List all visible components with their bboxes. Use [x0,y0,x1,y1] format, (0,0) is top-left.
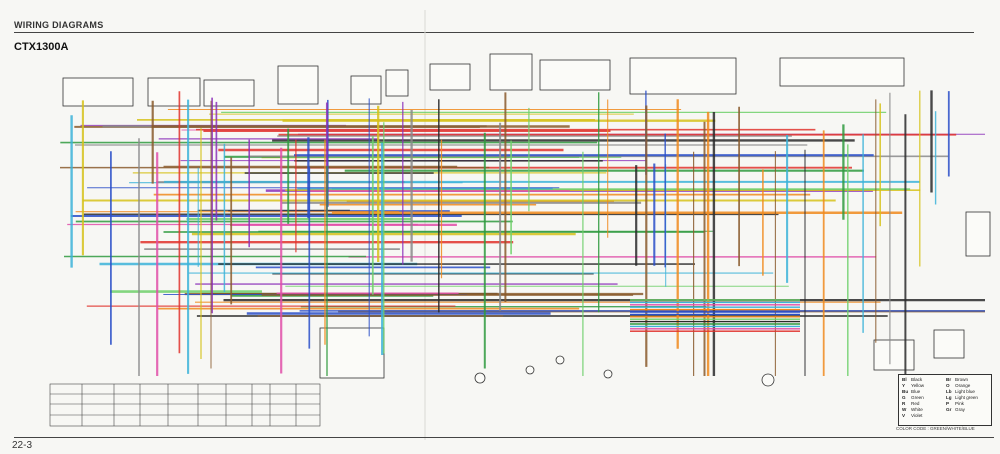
legend-color-name: Orange [955,383,971,388]
component-block [385,69,409,97]
legend-code: R [902,401,906,406]
legend-item: Y Yellow [902,383,944,389]
legend-code: P [946,401,950,406]
component-block [277,65,319,105]
component-block [489,53,533,91]
page-rule [14,437,994,438]
wire-harness [60,90,985,376]
legend-color-name: Violet [911,413,923,418]
legend-code: Bu [902,389,909,394]
legend-item: P Pink [946,401,988,407]
legend-item: V Violet [902,413,944,419]
legend-color-name: Red [911,401,920,406]
legend-code: Bl [902,377,907,382]
component-block [62,77,134,107]
legend-color-name: Light blue [955,389,975,394]
round-component [474,372,486,384]
round-components [474,355,775,387]
legend-color-name: White [911,407,923,412]
section-title: WIRING DIAGRAMS [14,20,974,33]
legend-code: Lg [946,395,952,400]
component-block [350,75,382,105]
legend-code: Y [902,383,906,388]
legend-code: Lb [946,389,952,394]
color-code-note: COLOR CODE : GREEN/WHITE/BLUE [896,426,975,431]
page-header: WIRING DIAGRAMS CTX1300A [14,20,990,53]
legend-color-name: Light green [955,395,978,400]
legend-color-name: Yellow [911,383,925,388]
legend-code: V [902,413,906,418]
legend-color-name: Green [911,395,924,400]
legend-color-name: Black [911,377,923,382]
component-block [629,57,737,95]
switch-table-frame [49,383,321,427]
legend-code: G [902,395,906,400]
page-number: 22-3 [12,440,33,451]
legend-color-name: Pink [955,401,964,406]
component-block [429,63,471,91]
legend-code: W [902,407,907,412]
legend-color-name: Gray [955,407,965,412]
component-block [965,211,991,257]
legend-code: Gr [946,407,952,412]
round-component [555,355,565,365]
component-block [539,59,611,91]
legend-code: Br [946,377,952,382]
legend-item: W White [902,407,944,413]
legend-item: Bl Black [902,377,944,383]
component-block [933,329,965,359]
component-blocks [62,53,991,379]
switch-tables [49,383,321,427]
legend-code: O [946,383,950,388]
legend-item: O Orange [946,383,988,389]
model-name: CTX1300A [14,41,69,53]
legend-color-name: Blue [911,389,921,394]
component-block [873,339,915,371]
round-component [525,365,535,375]
component-block [147,77,201,107]
component-block [319,327,385,379]
component-block [779,57,905,87]
round-component [603,369,613,379]
legend-item: G Green [902,395,944,401]
legend-item: R Red [902,401,944,407]
legend-color-name: Brown [955,377,969,382]
round-component [761,373,775,387]
